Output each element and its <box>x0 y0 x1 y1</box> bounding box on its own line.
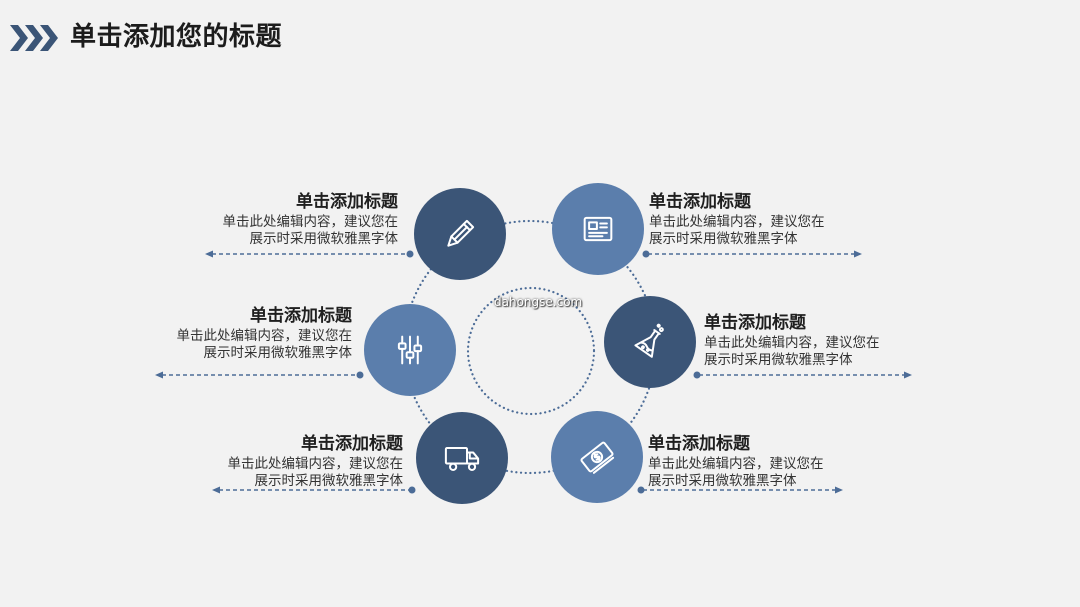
connector-arrow-right <box>835 486 843 494</box>
item-heading[interactable]: 单击添加标题 <box>704 313 806 333</box>
inner-dotted-ring <box>466 286 596 416</box>
item-heading[interactable]: 单击添加标题 <box>250 306 352 326</box>
chevron-2 <box>25 25 43 51</box>
node-circle-5[interactable] <box>416 412 508 504</box>
chevron-3 <box>40 25 58 51</box>
item-heading[interactable]: 单击添加标题 <box>648 434 750 454</box>
item-description-line-2[interactable]: 展示时采用微软雅黑字体 <box>704 352 853 368</box>
item-description-line-2[interactable]: 展示时采用微软雅黑字体 <box>203 345 353 361</box>
item-description-line-2[interactable]: 展示时采用微软雅黑字体 <box>648 473 797 489</box>
connector-dot <box>693 371 701 379</box>
item-text-6: 单击添加标题 单击此处编辑内容，建议您在 展示时采用微软雅黑字体 <box>648 432 868 490</box>
item-description-line-1[interactable]: 单击此处编辑内容，建议您在 <box>648 456 824 472</box>
item-description-line-2[interactable]: 展示时采用微软雅黑字体 <box>254 473 404 489</box>
item-description-line-1[interactable]: 单击此处编辑内容，建议您在 <box>222 214 399 230</box>
connector-line-1 <box>205 250 414 258</box>
item-text-1: 单击添加标题 单击此处编辑内容，建议您在 展示时采用微软雅黑字体 <box>178 190 399 248</box>
page-title[interactable]: 单击添加您的标题 <box>70 22 283 52</box>
item-text-2: 单击添加标题 单击此处编辑内容，建议您在 展示时采用微软雅黑字体 <box>649 190 869 248</box>
node-circle-2[interactable] <box>552 183 644 275</box>
connector-arrow-left <box>155 371 163 379</box>
connector-arrow-right <box>904 371 912 379</box>
connector-arrow-right <box>854 250 862 258</box>
pencil-icon <box>447 219 475 247</box>
truck-icon <box>444 447 480 472</box>
connector-line-5 <box>212 486 416 494</box>
connector-dot <box>637 486 645 494</box>
item-description-line-2[interactable]: 展示时采用微软雅黑字体 <box>249 231 399 247</box>
item-heading[interactable]: 单击添加标题 <box>296 192 398 212</box>
flask-icon <box>634 323 664 358</box>
connector-line-2 <box>642 250 862 258</box>
item-heading[interactable]: 单击添加标题 <box>301 434 403 454</box>
item-text-5: 单击添加标题 单击此处编辑内容，建议您在 展示时采用微软雅黑字体 <box>183 432 404 490</box>
connector-dot <box>356 371 364 379</box>
connector-dot <box>408 486 416 494</box>
item-text-4: 单击添加标题 单击此处编辑内容，建议您在 展示时采用微软雅黑字体 <box>132 304 353 362</box>
money-icon <box>580 441 615 474</box>
connector-dot <box>406 250 414 258</box>
item-text-3: 单击添加标题 单击此处编辑内容，建议您在 展示时采用微软雅黑字体 <box>704 311 924 369</box>
node-circle-1[interactable] <box>414 188 506 280</box>
connector-arrow-left <box>212 486 220 494</box>
chevron-1 <box>10 25 28 51</box>
item-description-line-2[interactable]: 展示时采用微软雅黑字体 <box>649 231 798 247</box>
node-circle-4[interactable] <box>364 304 456 396</box>
chevrons-icon <box>10 25 58 51</box>
item-description-line-1[interactable]: 单击此处编辑内容，建议您在 <box>704 335 880 351</box>
item-heading[interactable]: 单击添加标题 <box>649 192 751 212</box>
item-description-line-1[interactable]: 单击此处编辑内容，建议您在 <box>649 214 825 230</box>
node-circle-6[interactable] <box>551 411 643 503</box>
item-description-line-1[interactable]: 单击此处编辑内容，建议您在 <box>227 456 404 472</box>
connector-line-4 <box>155 371 364 379</box>
item-description-line-1[interactable]: 单击此处编辑内容，建议您在 <box>176 328 353 344</box>
connector-line-6 <box>637 486 843 494</box>
connector-arrow-left <box>205 250 213 258</box>
connector-dot <box>642 250 650 258</box>
watermark: dahongse.com <box>494 295 583 309</box>
newspaper-icon <box>583 216 613 242</box>
node-circle-3[interactable] <box>604 296 696 388</box>
sliders-icon <box>397 335 423 365</box>
connector-line-3 <box>693 371 912 379</box>
